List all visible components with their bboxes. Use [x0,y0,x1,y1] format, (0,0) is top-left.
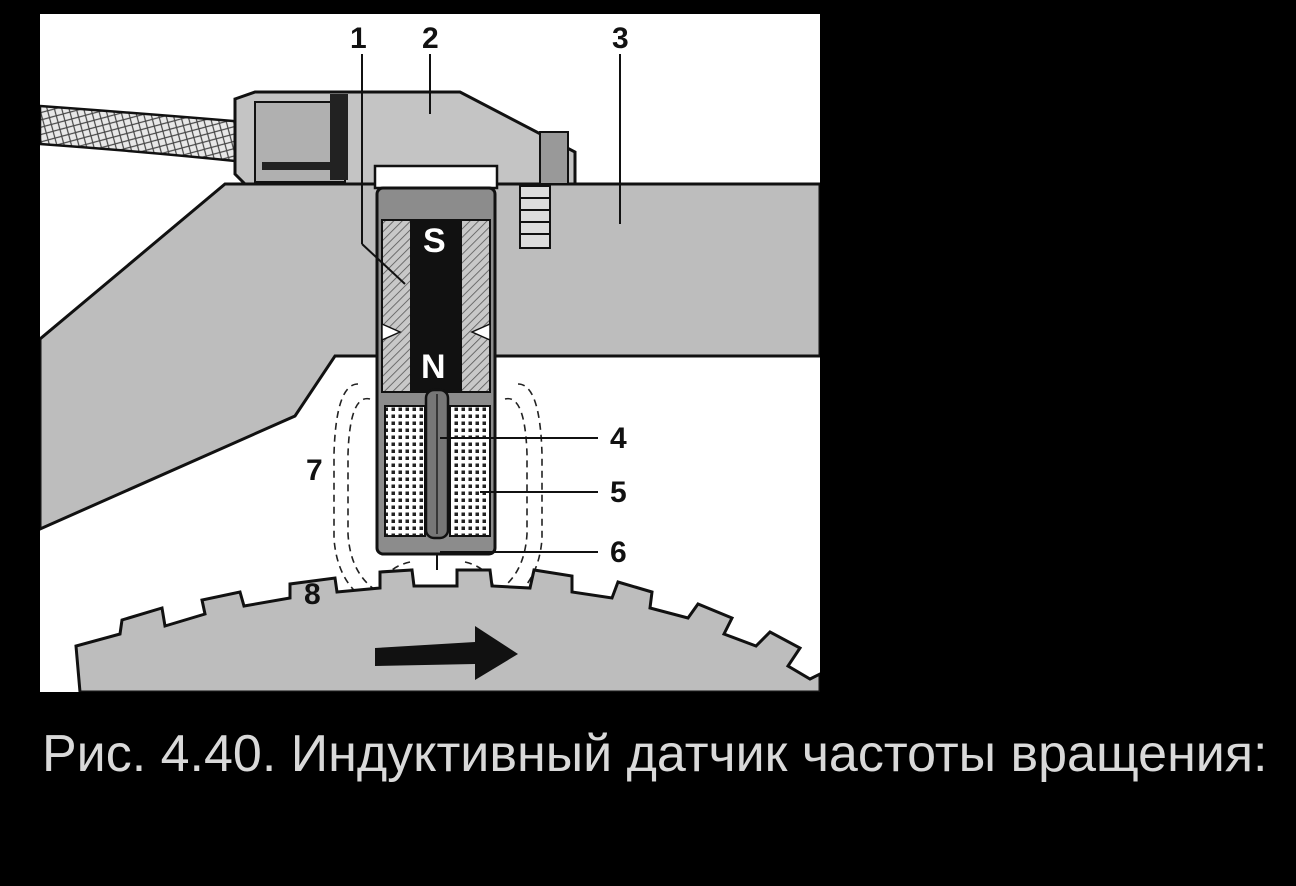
magnet-south-label: S [423,222,446,260]
pole-pin [424,388,450,540]
magnet-north-label: N [421,348,446,386]
permanent-magnet [410,220,462,392]
sensor-diagram-drawing [40,54,820,692]
callout-6: 6 [610,536,627,569]
callout-3: 3 [612,22,629,55]
connector [233,90,577,186]
callout-8: 8 [304,578,321,611]
callout-2: 2 [422,22,439,55]
figure-caption: Рис. 4.40. Индуктивный датчик частоты вр… [42,725,1268,783]
trigger-wheel [74,568,820,692]
sensor-diagram: S N 1 2 3 4 5 6 7 8 [40,14,820,692]
leader-lines [361,54,621,553]
callout-1: 1 [350,22,367,55]
housing [40,182,820,531]
callout-7: 7 [306,454,323,487]
cable [40,104,247,164]
top-cropped-text-strip [0,0,1296,12]
screw [519,185,551,249]
rotation-arrow [375,626,518,680]
callout-5: 5 [610,476,627,509]
coil-winding [384,405,491,537]
callout-4: 4 [610,422,627,455]
